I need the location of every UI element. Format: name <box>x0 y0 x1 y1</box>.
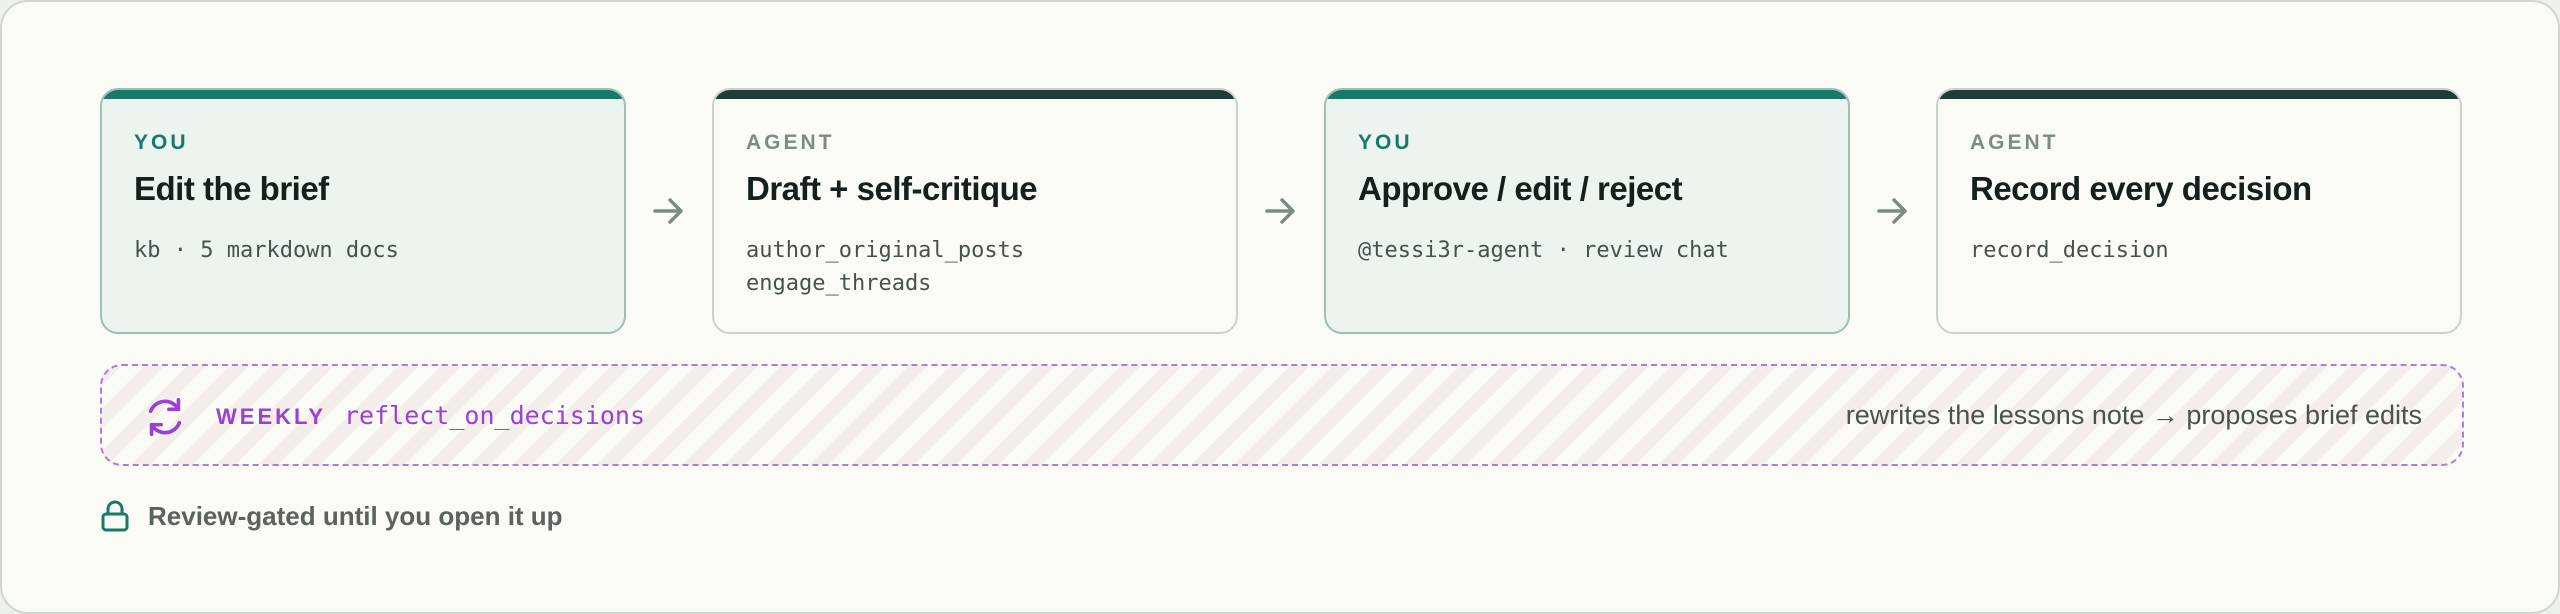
step-title: Draft + self-critique <box>746 170 1038 207</box>
step-detail: author_original_posts engage_threads <box>746 238 1025 296</box>
refresh-cycle-icon <box>148 397 182 437</box>
step-title: Record every decision <box>1970 170 2312 207</box>
loop-description: rewrites the lessons note → proposes bri… <box>1845 400 2422 430</box>
card-accent-bar <box>102 90 624 99</box>
card-accent-bar <box>714 90 1236 99</box>
step-role: AGENT <box>746 131 835 154</box>
step-detail: kb · 5 markdown docs <box>134 238 399 263</box>
step-card-edit-brief: YOU Edit the brief kb · 5 markdown docs <box>100 88 626 334</box>
lock-icon <box>101 500 129 532</box>
arrow-right-icon <box>626 88 712 334</box>
step-card-approve: YOU Approve / edit / reject @tessi3r-age… <box>1324 88 1850 334</box>
step-card-draft: AGENT Draft + self-critique author_origi… <box>712 88 1238 334</box>
weekly-reflection-loop: WEEKLY reflect_on_decisions rewrites the… <box>100 364 2464 466</box>
arrow-right-icon <box>1850 88 1936 334</box>
step-role: AGENT <box>1970 131 2059 154</box>
step-role: YOU <box>134 131 189 154</box>
review-gate-text: Review-gated until you open it up <box>148 500 563 531</box>
step-role: YOU <box>1358 131 1413 154</box>
step-card-record: AGENT Record every decision record_decis… <box>1936 88 2462 334</box>
arrow-right-icon <box>1238 88 1324 334</box>
loop-cadence: WEEKLY <box>216 404 327 429</box>
loop-function: reflect_on_decisions <box>344 401 646 430</box>
step-detail: @tessi3r-agent · review chat <box>1358 238 1729 263</box>
review-gate-note: Review-gated until you open it up <box>100 496 563 536</box>
step-detail: record_decision <box>1970 238 2169 263</box>
card-accent-bar <box>1326 90 1848 99</box>
workflow-steps: YOU Edit the brief kb · 5 markdown docs … <box>100 88 2464 334</box>
card-accent-bar <box>1938 90 2460 99</box>
step-title: Approve / edit / reject <box>1358 170 1683 207</box>
step-title: Edit the brief <box>134 170 329 207</box>
